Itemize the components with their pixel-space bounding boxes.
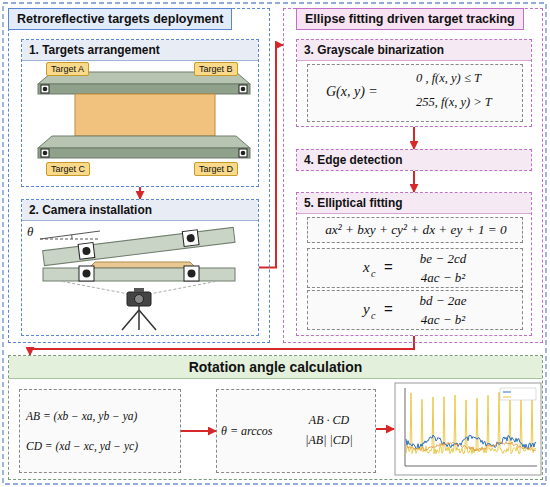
line-chart — [395, 383, 541, 475]
flow-arrow — [181, 430, 216, 432]
node-text: 4ac − b² — [403, 270, 483, 286]
formula-box: xc = be − 2cd 4ac − b² — [307, 248, 523, 288]
node-text: 255, f(x, y) > T — [416, 95, 492, 110]
node-text: AB · CD — [289, 413, 369, 428]
flow-arrow — [375, 428, 394, 430]
node-text: = — [384, 300, 393, 317]
node-text: 4ac − b² — [403, 312, 483, 328]
heading: 4. Edge detection — [297, 150, 531, 170]
flow-arrow — [413, 171, 415, 192]
panel: G(x, y) = 0 , f(x, y) ≤ T 255, f(x, y) > T… — [283, 8, 543, 343]
target-tag: Target D — [194, 162, 238, 176]
target-tag: Target B — [194, 62, 238, 76]
angle-label: θ — [27, 224, 33, 240]
formula-box: θ = arccos AB · CD |AB| |CD| — [216, 389, 376, 473]
node-text: 0 , f(x, y) ≤ T — [416, 71, 481, 86]
node-text: = — [384, 258, 393, 275]
step-box: G(x, y) = 0 , f(x, y) ≤ T 255, f(x, y) > T… — [296, 39, 532, 127]
heading: 3. Grayscale binarization — [297, 40, 531, 61]
flow-arrow — [30, 336, 414, 355]
flow-arrow — [413, 127, 415, 149]
node-text: AB = (xb − xa, yb − ya) — [26, 410, 137, 422]
outer-frame — [3, 3, 546, 484]
target-tag: Target A — [46, 62, 89, 76]
node-text: Target D — [199, 164, 233, 174]
target-tag: Target C — [46, 162, 90, 176]
flow-arrow — [139, 187, 141, 199]
node-text: θ = arccos — [221, 424, 273, 439]
slab-illustration — [38, 72, 250, 158]
step-box: ax² + bxy + cy² + dx + ey + 1 = 0xc=be −… — [296, 192, 532, 336]
panel: Target A Target B Target C Target D 1. Targe… — [8, 8, 270, 343]
node-text: Target B — [199, 64, 233, 74]
step-box: 2. Camera installation — [21, 199, 259, 336]
node-text: bd − 2ae — [403, 293, 483, 309]
formula-box: ax² + bxy + cy² + dx + ey + 1 = 0 — [307, 217, 523, 243]
heading: 1. Targets arrangement — [22, 40, 258, 61]
step-box: 4. Edge detection — [296, 149, 532, 171]
node-text: CD = (xd − xc, yd − yc) — [26, 440, 138, 452]
heading: Ellipse fitting driven target tracking — [296, 8, 524, 30]
node-text: Target C — [51, 164, 85, 174]
camera-illustration — [40, 225, 235, 330]
node-text: ax² + bxy + cy² + dx + ey + 1 = 0 — [308, 222, 524, 238]
node-text: be − 2cd — [403, 251, 483, 267]
node-text: |AB| |CD| — [289, 433, 369, 448]
node-text: x — [363, 259, 370, 276]
panel: AB = (xb − xa, yb − ya) CD = (xd − xc, yd… — [8, 355, 543, 480]
formula-box: yc = bd − 2ae 4ac − b² — [307, 290, 523, 330]
formula-box: AB = (xb − xa, yb − ya) CD = (xd − xc, yd… — [19, 389, 181, 473]
flow-arrow — [259, 45, 283, 268]
node-text: c — [371, 310, 375, 321]
heading: 5. Elliptical fitting — [297, 193, 531, 214]
heading: Rotation angle calculation — [9, 356, 542, 379]
heading: 2. Camera installation — [22, 200, 258, 221]
heading: Retroreflective targets deployment — [8, 8, 232, 30]
node-text: Target A — [51, 64, 84, 74]
node-text: G(x, y) = — [326, 84, 378, 100]
step-box: Target A Target B Target C Target D 1. Targe… — [21, 39, 259, 187]
formula-box: G(x, y) = 0 , f(x, y) ≤ T 255, f(x, y) > T — [307, 64, 523, 122]
node-text: y — [363, 301, 370, 318]
node-text: c — [371, 268, 375, 279]
